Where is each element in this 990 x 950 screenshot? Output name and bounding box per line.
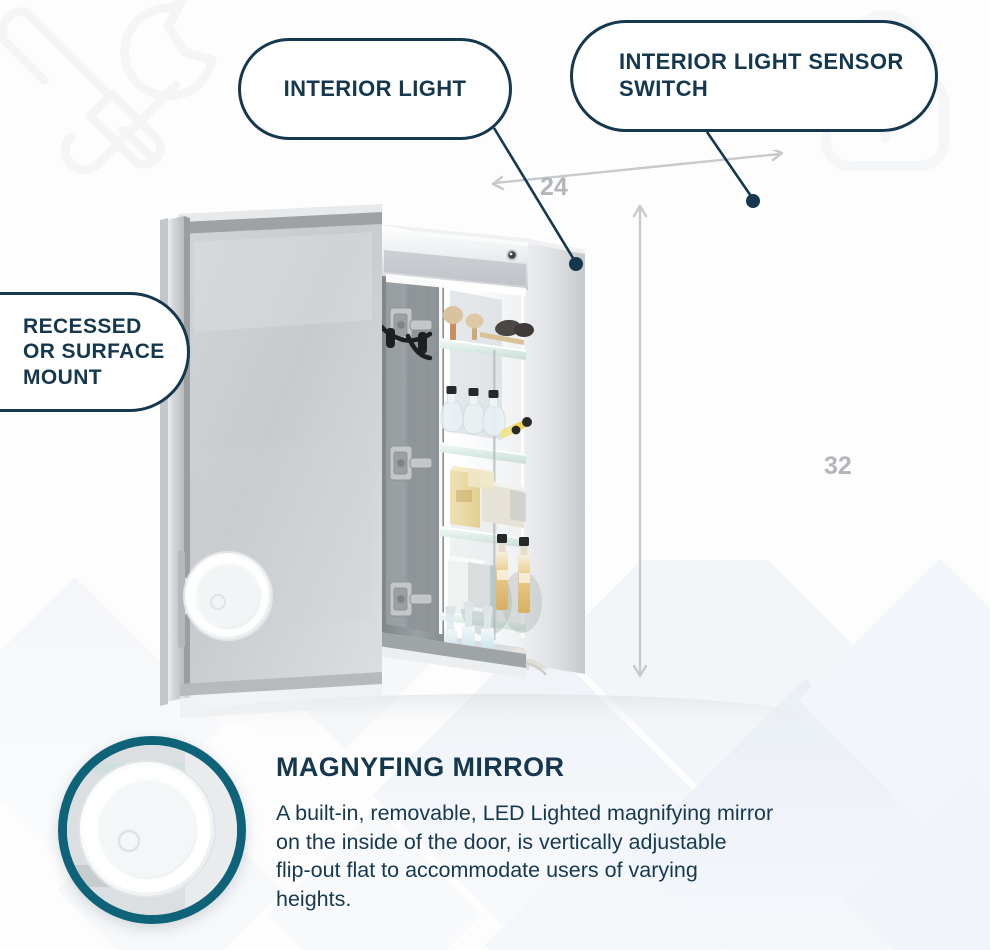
callout-interior-light[interactable]: INTERIOR LIGHT <box>238 38 512 140</box>
shelf-items-boxes <box>450 466 526 528</box>
shelf-items-amber <box>448 534 542 636</box>
callout-mount-label: RECESSED OR SURFACE MOUNT <box>23 314 165 389</box>
magnifying-mirror-detail-illustration <box>67 745 237 915</box>
callout-sensor-switch-label: INTERIOR LIGHT SENSOR SWITCH <box>619 49 904 101</box>
sensor-switch-icon <box>506 249 518 261</box>
cabinet-body <box>378 224 585 678</box>
callout-recessed-or-surface-mount[interactable]: RECESSED OR SURFACE MOUNT <box>0 292 190 412</box>
width-dimension-label: 24 <box>540 173 568 201</box>
feature-heading: MAGNYFING MIRROR <box>276 752 565 782</box>
feature-body-text: A built-in, removable, LED Lighted magni… <box>276 801 774 911</box>
callout-interior-light-sensor-switch[interactable]: INTERIOR LIGHT SENSOR SWITCH <box>570 20 938 132</box>
shelf-items-brushes <box>443 306 534 345</box>
shelf-items-bottles <box>440 386 532 439</box>
medicine-cabinet-illustration <box>160 150 800 738</box>
magnifying-mirror-on-door <box>178 550 273 648</box>
feature-description-block: MAGNYFING MIRROR A built-in, removable, … <box>276 752 916 913</box>
height-dimension-arrow <box>632 204 648 678</box>
interior-light-bar <box>382 228 528 296</box>
callout-interior-light-label: INTERIOR LIGHT <box>283 75 467 101</box>
cabinet-door <box>160 204 382 706</box>
width-dimension-arrow <box>491 150 784 191</box>
height-dimension-label: 32 <box>824 452 852 480</box>
glass-shelves <box>440 338 526 632</box>
cabinet-hinges <box>389 307 433 617</box>
magnifying-mirror-detail-circle <box>58 736 246 924</box>
